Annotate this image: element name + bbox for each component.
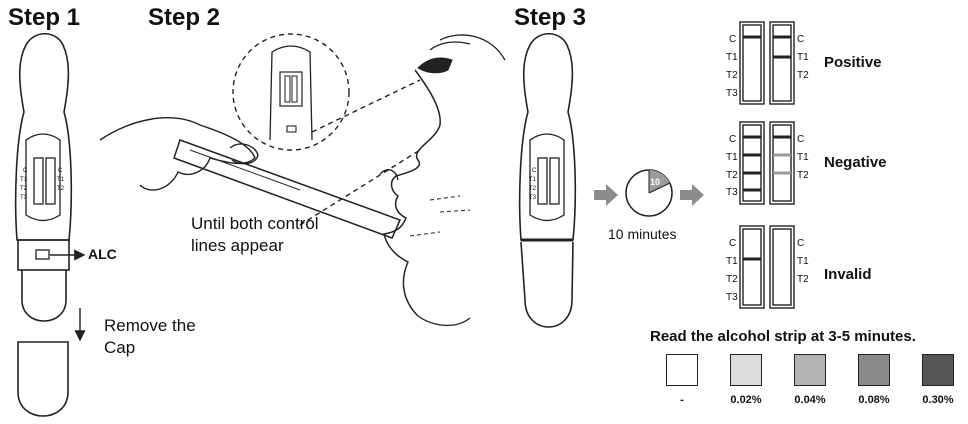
inv-label-t3: T3 bbox=[726, 292, 738, 303]
held-device bbox=[173, 139, 402, 239]
pos-label-t1: T1 bbox=[726, 52, 738, 63]
magnified-device bbox=[269, 45, 313, 141]
device1-label-c: C bbox=[23, 168, 28, 174]
control-lines-line1: Until both control bbox=[191, 214, 319, 233]
magnified-window bbox=[279, 71, 303, 107]
pos-label-c-right: C bbox=[797, 34, 804, 45]
neg-label-t3: T3 bbox=[726, 187, 738, 198]
device3-label-t2: T2 bbox=[529, 186, 537, 192]
device3-window bbox=[529, 133, 565, 222]
neg-label-t2: T2 bbox=[726, 170, 738, 181]
result-negative-strips bbox=[739, 121, 795, 205]
hand bbox=[99, 117, 256, 191]
device1-strip-right bbox=[45, 157, 56, 205]
device1-window bbox=[25, 133, 61, 222]
eye bbox=[417, 57, 453, 74]
step-3-heading: Step 3 bbox=[514, 4, 587, 31]
remove-cap-line1: Remove the bbox=[104, 316, 196, 335]
device3-handle bbox=[520, 241, 574, 328]
result-invalid-label: Invalid bbox=[824, 266, 872, 283]
device1-handle bbox=[21, 270, 67, 322]
neg-label-c: C bbox=[729, 134, 736, 145]
alcohol-label-0-02: 0.02% bbox=[730, 394, 762, 406]
timer-number: 10 bbox=[650, 177, 660, 187]
inv-label-t2: T2 bbox=[726, 274, 738, 285]
device1-label-t1-right: T1 bbox=[57, 177, 65, 183]
magnified-alc bbox=[286, 125, 297, 133]
result-invalid-strips bbox=[739, 225, 795, 309]
result-positive-strips bbox=[739, 21, 795, 105]
device1-label-t3: T3 bbox=[20, 195, 28, 201]
arrow-to-timer bbox=[594, 184, 618, 206]
device3-label-c: C bbox=[532, 168, 537, 174]
remove-cap-line2: Cap bbox=[104, 338, 136, 357]
alcohol-strip-heading: Read the alcohol strip at 3-5 minutes. bbox=[650, 328, 916, 345]
sightline bbox=[311, 79, 421, 133]
alcohol-label-0-04: 0.04% bbox=[794, 394, 826, 406]
device1-head bbox=[18, 32, 70, 113]
result-negative-label: Negative bbox=[824, 154, 887, 171]
alcohol-swatch-0-08 bbox=[858, 354, 890, 386]
device3-label-t1: T1 bbox=[529, 177, 537, 183]
step-2-heading: Step 2 bbox=[148, 4, 221, 31]
inv-label-c: C bbox=[729, 238, 736, 249]
device1-label-c-right: C bbox=[58, 168, 63, 174]
neg-label-t1: T1 bbox=[726, 152, 738, 163]
step3-test-device bbox=[518, 32, 577, 328]
result-positive-label: Positive bbox=[824, 54, 882, 71]
inv-label-t2-right: T2 bbox=[797, 274, 809, 285]
magnifier-circle bbox=[232, 33, 350, 151]
inv-label-t1: T1 bbox=[726, 256, 738, 267]
device1-label-t2: T2 bbox=[20, 186, 28, 192]
step2-illustration bbox=[99, 33, 506, 326]
device1-strip-left bbox=[33, 157, 44, 205]
pos-label-t2: T2 bbox=[726, 70, 738, 81]
inv-label-c-right: C bbox=[797, 238, 804, 249]
neg-label-t1-right: T1 bbox=[797, 152, 809, 163]
device1-label-t2-right: T2 bbox=[57, 186, 65, 192]
alcohol-swatch-0-02 bbox=[730, 354, 762, 386]
device1-alc-window bbox=[35, 249, 50, 260]
alcohol-label-negative: - bbox=[680, 394, 684, 406]
neg-label-c-right: C bbox=[797, 134, 804, 145]
pos-label-c: C bbox=[729, 34, 736, 45]
face-profile bbox=[383, 69, 441, 317]
alcohol-label-0-08: 0.08% bbox=[858, 394, 890, 406]
device1-label-t1: T1 bbox=[20, 177, 28, 183]
inv-label-t1-right: T1 bbox=[797, 256, 809, 267]
alc-label: ALC bbox=[88, 246, 117, 262]
pos-label-t1-right: T1 bbox=[797, 52, 809, 63]
timer-label: 10 minutes bbox=[608, 226, 677, 242]
neg-label-t2-right: T2 bbox=[797, 170, 809, 181]
alcohol-swatch-0-04 bbox=[794, 354, 826, 386]
control-lines-line2: lines appear bbox=[191, 236, 284, 255]
alcohol-swatch-0-30 bbox=[922, 354, 954, 386]
device3-label-t3: T3 bbox=[529, 195, 537, 201]
device3-head bbox=[522, 32, 574, 113]
pos-label-t2-right: T2 bbox=[797, 70, 809, 81]
removed-cap bbox=[17, 341, 69, 417]
alcohol-swatch-negative bbox=[666, 354, 698, 386]
timer-clock: 10 bbox=[625, 169, 673, 217]
step1-test-device bbox=[14, 32, 73, 417]
step-1-heading: Step 1 bbox=[8, 4, 81, 31]
alcohol-label-0-30: 0.30% bbox=[922, 394, 954, 406]
pos-label-t3: T3 bbox=[726, 88, 738, 99]
arrow-to-results bbox=[680, 184, 704, 206]
